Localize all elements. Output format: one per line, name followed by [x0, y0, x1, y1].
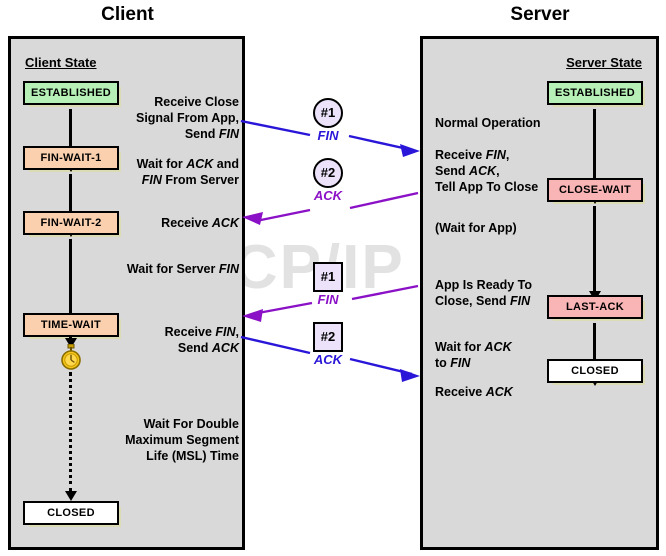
message-label-1-fin: FIN — [317, 128, 339, 143]
client-state-fin-wait-1[interactable]: FIN-WAIT-1 — [23, 146, 121, 172]
message-badge-1-fin[interactable]: #1 — [313, 98, 343, 128]
server-note-normal-operation: Normal Operation — [435, 116, 541, 130]
server-state-last-ack[interactable]: LAST-ACK — [547, 295, 645, 321]
arrow-ack-2-right-segment — [349, 191, 419, 210]
arrowhead-fin-1b — [242, 309, 263, 322]
arrow-ack-2b-left-segment — [240, 335, 311, 355]
client-state-established[interactable]: ESTABLISHED — [23, 81, 121, 107]
arrow-fin-1b-left-segment — [257, 301, 313, 315]
client-state-fin-wait-2[interactable]: FIN-WAIT-2 — [23, 211, 121, 237]
server-note-receive-fin-send-ack: Receive FIN,Send ACK,Tell App To Close — [435, 148, 539, 194]
arrow-ack-2b-right-segment — [349, 357, 413, 376]
message-label-2-ack-lower: ACK — [313, 352, 343, 367]
client-note-receive-fin-send-ack: Receive FIN,Send ACK — [164, 325, 239, 355]
server-state-established[interactable]: ESTABLISHED — [547, 81, 645, 107]
server-arrow-closewait-to-lastack — [588, 206, 601, 301]
client-state-time-wait[interactable]: TIME-WAIT — [23, 313, 121, 339]
server-state-closed[interactable]: CLOSED — [547, 359, 645, 385]
server-note-receive-ack: Receive ACK — [435, 385, 513, 399]
server-state-header: Server State — [566, 55, 642, 70]
arrowhead-fin-1 — [400, 144, 420, 157]
arrow-ack-2-left-segment — [255, 208, 311, 223]
arrow-fin-1-left-segment — [240, 119, 311, 137]
arrowhead-ack-2b — [400, 369, 420, 382]
client-column-title: Client — [101, 4, 154, 25]
message-badge-2-ack[interactable]: #2 — [313, 158, 343, 188]
message-badge-2-ack-lower[interactable]: #2 — [313, 322, 343, 352]
client-note-wait-for-server-fin: Wait for Server FIN — [126, 262, 239, 276]
message-badge-1-fin-lower[interactable]: #1 — [313, 262, 343, 292]
client-note-receive-ack: Receive ACK — [161, 216, 239, 230]
client-arrow-finwait2-to-timewait — [64, 239, 77, 348]
server-note-wait-for-app: (Wait for App) — [435, 221, 517, 235]
message-label-1-fin-lower: FIN — [317, 292, 339, 307]
message-label-2-ack: ACK — [313, 188, 343, 203]
client-panel: Client State ESTABLISHED FIN-WAIT-1 FIN-… — [8, 36, 245, 550]
client-state-closed[interactable]: CLOSED — [23, 501, 121, 527]
stopwatch-icon — [61, 344, 81, 370]
client-dotted-timewait-to-closed — [64, 372, 77, 501]
server-panel: Server State ESTABLISHED CLOSE-WAIT LAST… — [420, 36, 659, 550]
arrowhead-ack-2 — [242, 212, 263, 225]
arrow-fin-1-right-segment — [348, 134, 413, 152]
server-column-title: Server — [510, 4, 570, 25]
server-state-close-wait[interactable]: CLOSE-WAIT — [547, 178, 645, 204]
client-state-header: Client State — [25, 55, 97, 70]
